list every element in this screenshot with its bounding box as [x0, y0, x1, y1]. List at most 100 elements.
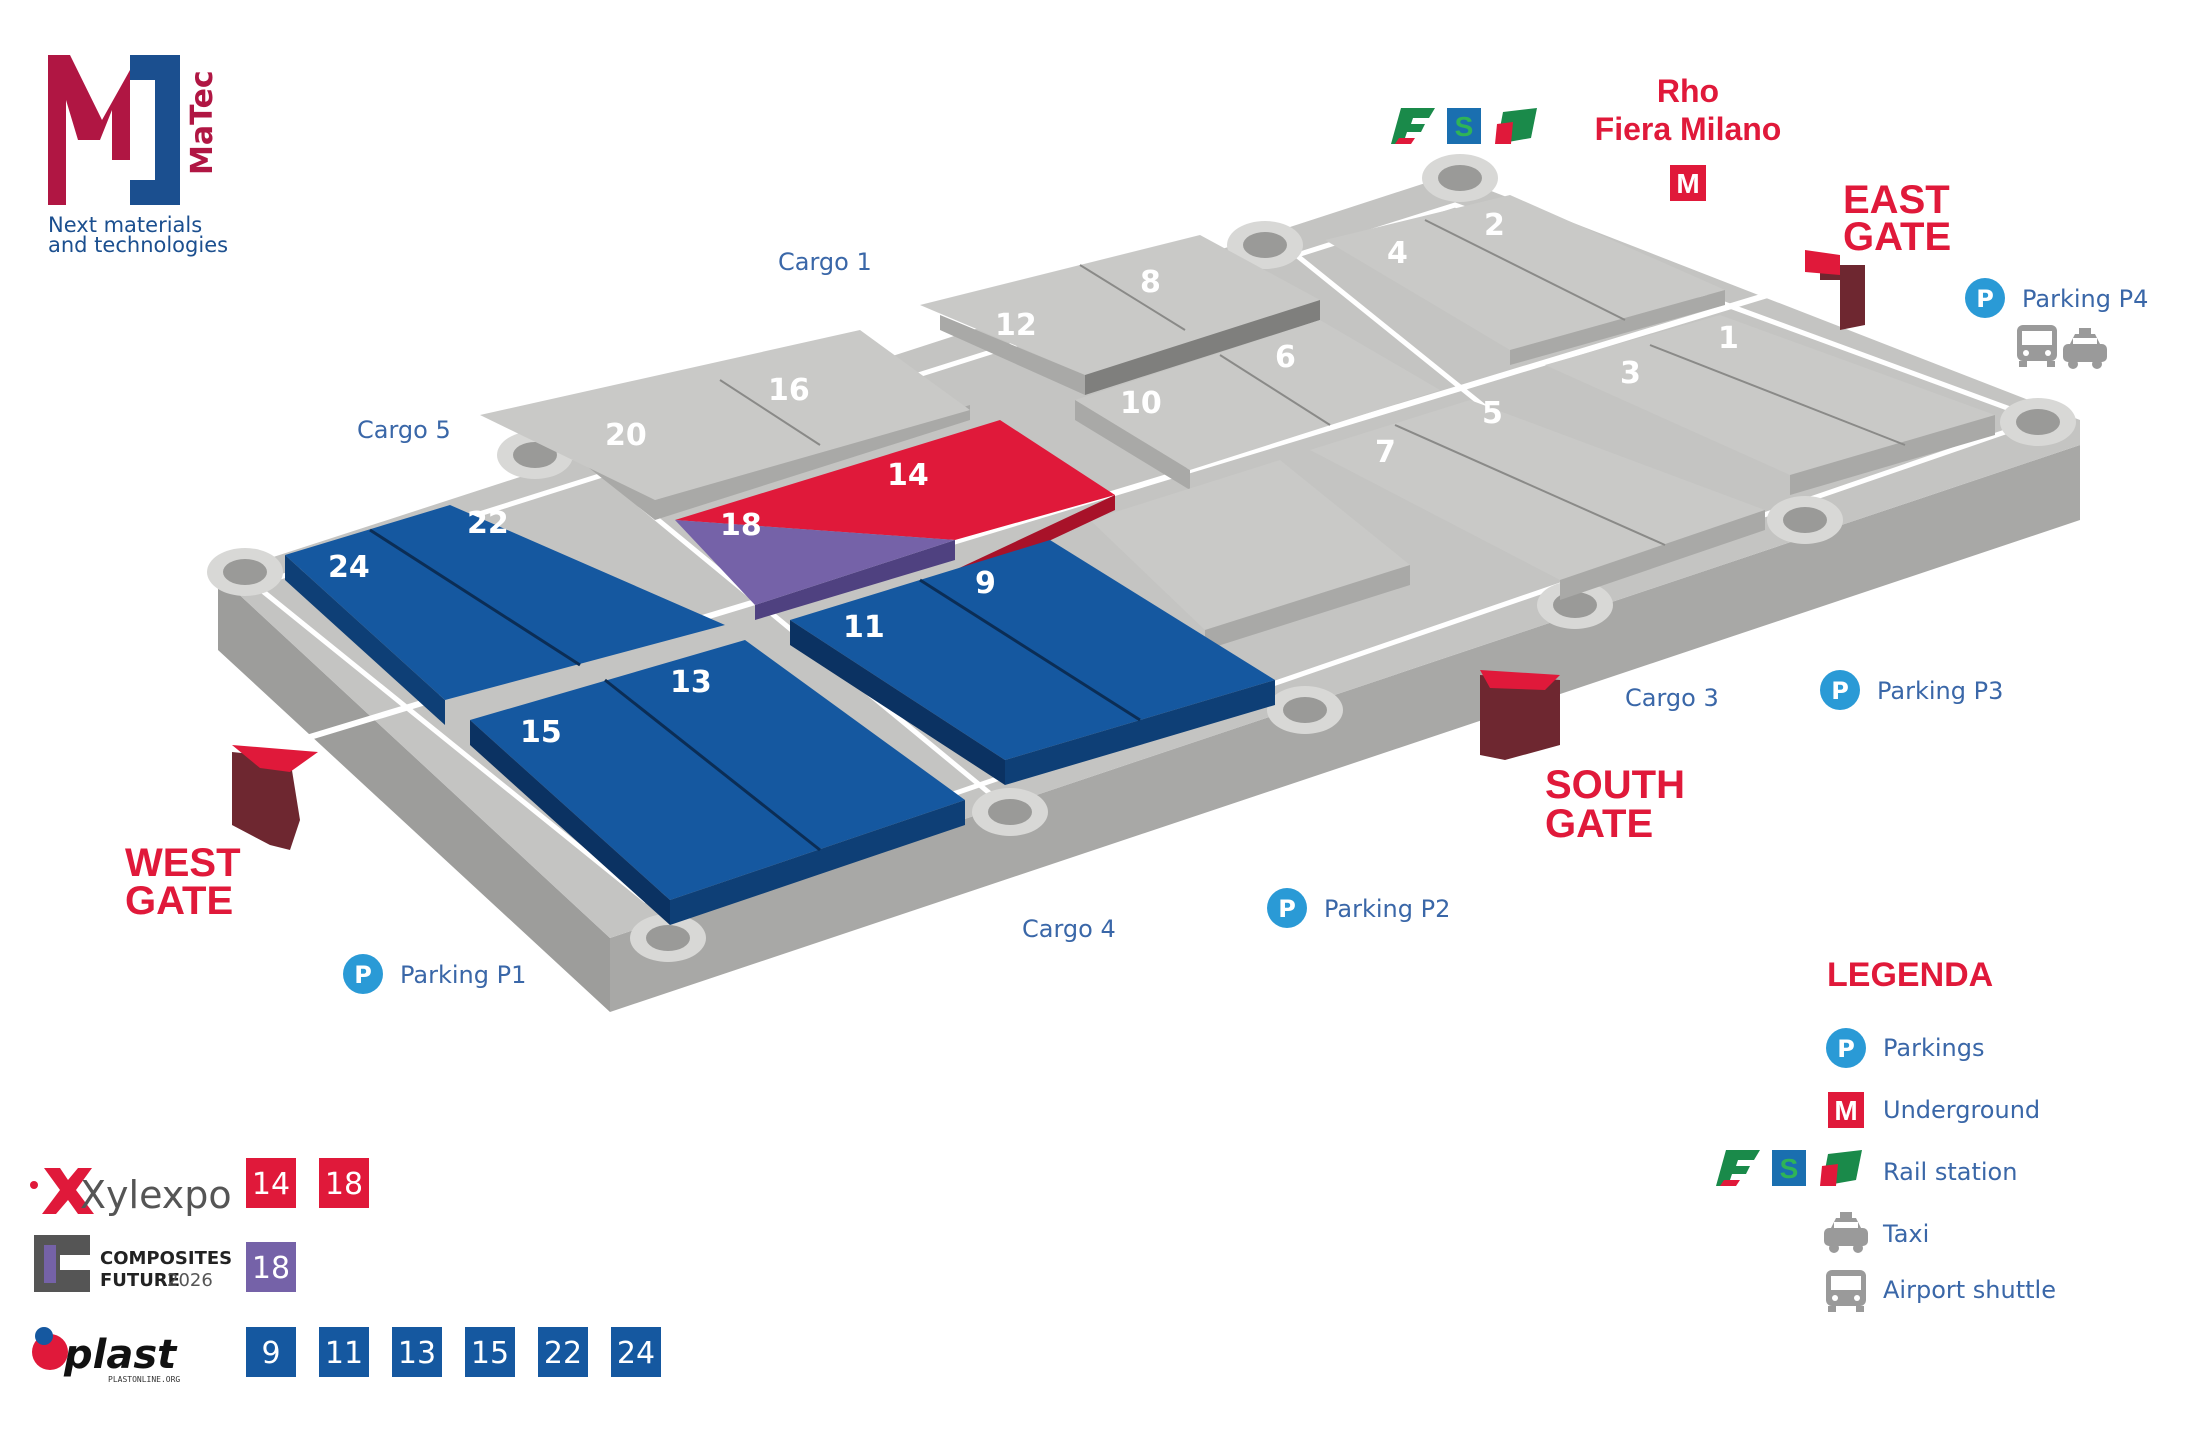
hall-12-number: 12 — [995, 308, 1037, 343]
parking-p3-label: Parking P3 — [1877, 677, 2003, 705]
plast-halls — [285, 505, 1275, 925]
south-gate-label: SOUTH — [1545, 763, 1685, 807]
parking-p2: P Parking P2 — [1267, 888, 1450, 928]
rail-s-icon: S — [1447, 108, 1481, 144]
south-gate-marker — [1480, 670, 1560, 760]
parking-icon: P — [1267, 888, 1307, 928]
hall-6-number: 6 — [1275, 340, 1296, 375]
plast-logo: plast PLASTONLINE.ORG — [32, 1327, 180, 1384]
roundabout — [1422, 154, 1498, 202]
hall-block-3-1-side — [1790, 415, 1995, 495]
rail-s-icon: S — [1772, 1150, 1806, 1186]
hall-5-number: 5 — [1482, 396, 1503, 431]
fs-rail-icon — [1391, 108, 1435, 144]
bus-icon — [2017, 325, 2057, 367]
east-gate-label: GATE — [1843, 215, 1951, 259]
taxi-icon — [1824, 1212, 1868, 1253]
parking-markers: P Parking P1 P Parking P2 P Parking P3 P… — [343, 278, 2148, 994]
taxi-icon — [2063, 328, 2107, 369]
legend-shuttle: Airport shuttle — [1826, 1270, 2056, 1312]
hall-24-22-front — [285, 555, 445, 725]
rail-icons: S — [1716, 1150, 1862, 1186]
svg-text:M: M — [1676, 168, 1699, 199]
hall-18-number: 18 — [720, 508, 762, 543]
hall-block-12-8-top — [920, 235, 1320, 375]
legend-underground: M Underground — [1828, 1092, 2040, 1128]
metro-icon: M — [1828, 1092, 1864, 1128]
hall-badge: 18 — [246, 1242, 296, 1292]
composites-year: 2026 — [167, 1270, 213, 1291]
hall-11-9-side — [1005, 680, 1275, 785]
legend-parkings-label: Parkings — [1883, 1034, 1984, 1062]
south-gate-label: GATE — [1545, 802, 1653, 846]
hall-block-12-8-front — [940, 315, 1085, 395]
hall-badge: 18 — [319, 1158, 369, 1208]
hall-4-number: 4 — [1387, 236, 1408, 271]
parking-p4-label: Parking P4 — [2022, 285, 2148, 313]
hall-divider — [1649, 344, 1906, 446]
hall-11-9-front — [790, 620, 1005, 785]
roundabout — [972, 788, 1048, 836]
logo-tagline: Next materials — [48, 213, 202, 237]
cargo-labels: Cargo 1 Cargo 3 Cargo 4 Cargo 5 — [357, 248, 1719, 943]
svg-text:18: 18 — [325, 1167, 363, 1202]
svg-text:24: 24 — [617, 1336, 655, 1371]
legend-taxi: Taxi — [1824, 1212, 1929, 1253]
hall-22-number: 22 — [467, 506, 509, 541]
bus-icon — [1826, 1270, 1866, 1312]
svg-text:M: M — [1834, 1095, 1857, 1126]
hall-24-number: 24 — [328, 550, 370, 585]
hall-badge: 22 — [538, 1327, 588, 1377]
hall-3-number: 3 — [1620, 356, 1641, 391]
svg-text:S: S — [1780, 1153, 1799, 1184]
hall-divider — [1219, 354, 1331, 426]
road-base-front — [610, 445, 2080, 1012]
parking-p1-label: Parking P1 — [400, 961, 526, 989]
svg-text:18: 18 — [252, 1251, 290, 1286]
svg-text:P: P — [1976, 285, 1994, 313]
cargo-1-label: Cargo 1 — [778, 248, 872, 276]
roundabout — [630, 914, 706, 962]
hall-block-10-6-top — [1075, 320, 1440, 470]
roundabout — [1227, 221, 1303, 269]
svg-text:P: P — [354, 961, 372, 989]
composites-name: COMPOSITES — [100, 1248, 232, 1269]
logo-1-mark — [130, 55, 180, 205]
hall-1-number: 1 — [1718, 321, 1739, 356]
hall-2-number: 2 — [1484, 208, 1505, 243]
hall-9-number: 9 — [975, 566, 996, 601]
cargo-4-label: Cargo 4 — [1022, 915, 1116, 943]
hall-badge: 9 — [246, 1327, 296, 1377]
fs-rail-icon — [1716, 1150, 1760, 1186]
hall-divider — [919, 578, 1141, 722]
hall-badge: 14 — [246, 1158, 296, 1208]
parking-p1: P Parking P1 — [343, 954, 526, 994]
west-gate-marker — [232, 745, 318, 850]
parking-icon: P — [1965, 278, 2005, 318]
hall-block-unnumbered-top — [1090, 460, 1410, 630]
hall-block-unnumbered-side — [1205, 565, 1410, 650]
legend-rail-label: Rail station — [1883, 1158, 2017, 1186]
parking-p2-label: Parking P2 — [1324, 895, 1450, 923]
legend-underground-label: Underground — [1883, 1096, 2040, 1124]
east-gate-marker — [1805, 250, 1865, 330]
hall-block-12-8-side — [1085, 300, 1320, 395]
composites-row: COMPOSITES FUTURE 2026 18 — [34, 1235, 296, 1292]
hall-20-number: 20 — [605, 418, 647, 453]
cargo-5-label: Cargo 5 — [357, 416, 451, 444]
hall-badge: 11 — [319, 1327, 369, 1377]
svg-text:15: 15 — [471, 1336, 509, 1371]
hall-10-number: 10 — [1120, 386, 1162, 421]
parking-p3: P Parking P3 — [1820, 670, 2003, 710]
hall-18-top — [675, 520, 955, 605]
legend-taxi-label: Taxi — [1882, 1220, 1929, 1248]
legend-title: LEGENDA — [1827, 956, 1993, 994]
trenord-icon — [1820, 1150, 1862, 1186]
hall-divider — [369, 528, 581, 667]
xylexpo-name: Xylexpo — [80, 1173, 232, 1217]
parking-icon: P — [1820, 670, 1860, 710]
station-name: Fiera Milano — [1595, 111, 1782, 147]
cargo-3-label: Cargo 3 — [1625, 684, 1719, 712]
exhibitor-key: Xylexpo 14 18 COMPOSITES FUTURE 2026 — [30, 1158, 661, 1384]
parking-icon: P — [1826, 1028, 1866, 1068]
